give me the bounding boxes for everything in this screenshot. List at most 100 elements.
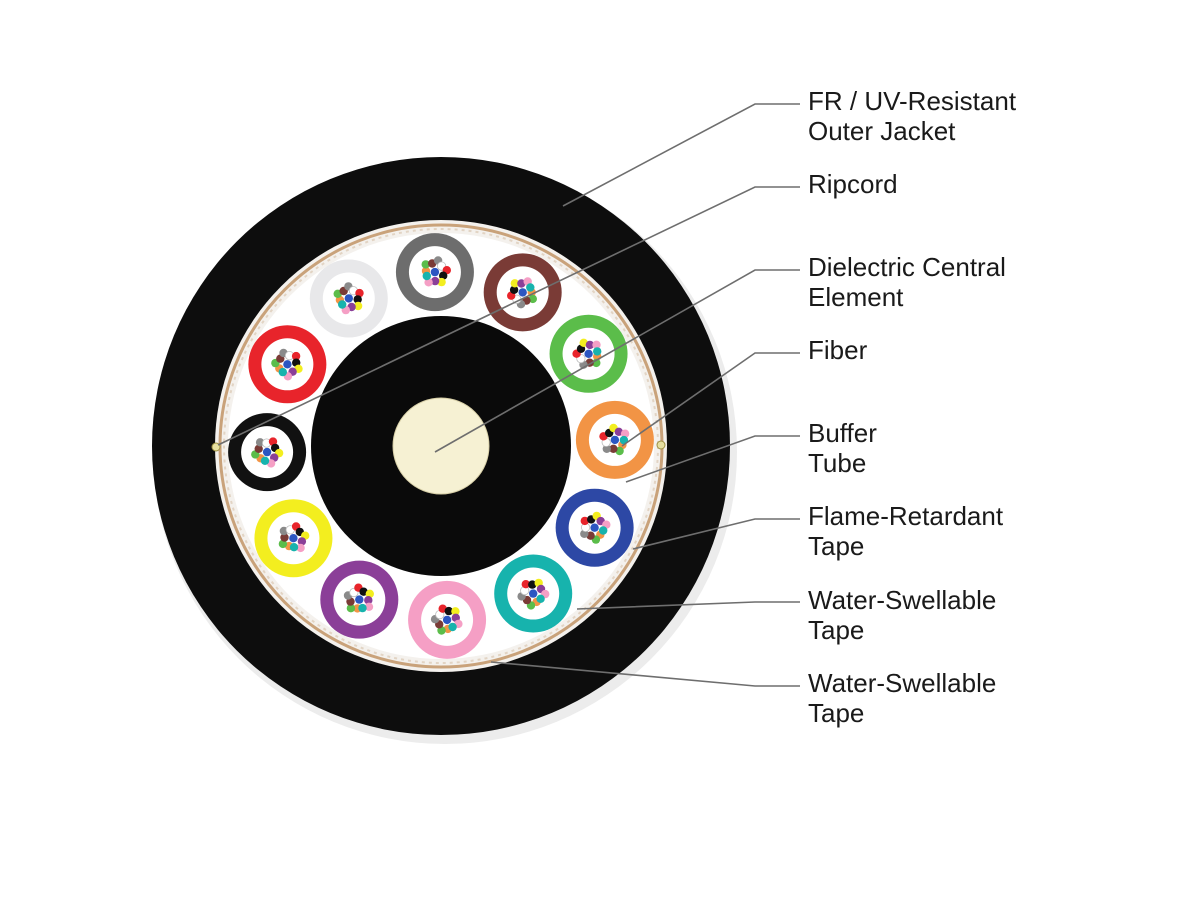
fiber-aqua-1 [529, 589, 538, 598]
dielectric-central-element [392, 397, 490, 495]
label-buffer-tube-line-1: Buffer [808, 418, 877, 448]
buffer-tube-orange [575, 400, 654, 479]
fiber-green-10 [585, 340, 595, 350]
ripcord-right [656, 440, 666, 450]
fiber-blue-7 [580, 516, 589, 526]
label-fiber: Fiber [808, 335, 867, 365]
buffer-tube-blue [555, 488, 634, 567]
fiber-brown-9 [510, 279, 519, 288]
fiber-slate-1 [430, 267, 440, 277]
leader-line-2 [217, 186, 800, 446]
fiber-orange-12 [619, 435, 629, 445]
fiber-violet-1 [355, 595, 364, 604]
label-ripcord-line-1: Ripcord [808, 169, 898, 199]
label-fiber-line-1: Fiber [808, 335, 868, 365]
fiber-black-7 [268, 437, 278, 446]
fiber-yellow-1 [289, 534, 298, 543]
fiber-orange-5 [602, 444, 611, 453]
fiber-orange-4 [609, 444, 618, 453]
leader-line-5 [625, 435, 800, 483]
fiber-rose-8 [444, 606, 453, 616]
buffer-tube-aqua [494, 554, 573, 633]
label-buffer-tube-line-2: Tube [808, 448, 867, 478]
buffer-tube-white [309, 259, 388, 338]
fiber-yellow-12 [289, 543, 299, 552]
fiber-aqua-7 [521, 580, 530, 589]
label-buffer-tube: Buffer Tube [808, 418, 877, 478]
leader-line-8 [490, 661, 800, 687]
buffer-tube-rose [408, 580, 487, 659]
fiber-brown-12 [526, 283, 535, 292]
fiber-black-1 [262, 447, 272, 457]
buffer-tube-black [228, 413, 307, 492]
label-water-swellable-tape-1-line-2: Tape [808, 615, 865, 645]
fiber-brown-3 [528, 294, 537, 304]
fiber-orange-10 [614, 427, 623, 436]
buffer-tube-violet [320, 560, 399, 639]
fiber-brown-1 [518, 288, 527, 297]
label-flame-retardant-tape-line-1: Flame-Retardant [808, 501, 1004, 531]
fiber-violet-11 [364, 602, 374, 611]
label-outer-jacket: FR / UV-Resistant Outer Jacket [808, 86, 1016, 146]
label-outer-jacket-line-1: FR / UV-Resistant [808, 86, 1017, 116]
fiber-yellow-11 [296, 543, 305, 553]
buffer-tube-slate [395, 233, 474, 312]
label-central-element: Dielectric Central Element [808, 252, 1006, 312]
fiber-aqua-8 [528, 580, 537, 589]
fiber-violet-10 [364, 596, 373, 605]
fiber-slate-11 [424, 278, 433, 287]
fiber-violet-12 [358, 603, 367, 613]
label-flame-retardant-tape: Flame-Retardant Tape [808, 501, 1003, 561]
leader-line-6 [632, 518, 800, 550]
fiber-violet-9 [365, 589, 374, 598]
fiber-red-7 [291, 351, 301, 361]
fiber-rose-12 [448, 622, 457, 632]
fiber-slate-9 [437, 277, 446, 287]
fiber-black-4 [254, 444, 263, 453]
leader-line-3 [434, 269, 800, 453]
fiber-green-11 [592, 340, 601, 349]
fiber-white-9 [353, 301, 363, 311]
fiber-blue-1 [590, 523, 599, 532]
label-central-element-line-2: Element [808, 282, 904, 312]
fiber-orange-11 [620, 429, 630, 438]
fiber-white-12 [338, 300, 347, 309]
fiber-blue-4 [586, 531, 595, 540]
fiber-slate-3 [421, 260, 430, 269]
fiber-brown-10 [517, 279, 526, 288]
fiber-rose-9 [451, 607, 460, 616]
buffer-tube-green [549, 314, 628, 393]
buffer-tube-brown [483, 253, 562, 332]
label-water-swellable-tape-1-line-1: Water-Swellable [808, 585, 997, 615]
fiber-red-1 [283, 360, 292, 369]
leader-line-4 [621, 352, 800, 447]
fiber-red-12 [278, 367, 287, 377]
fiber-green-1 [584, 349, 593, 358]
fiber-black-12 [260, 456, 270, 465]
leader-line-7 [576, 601, 800, 610]
fiber-aqua-12 [536, 594, 545, 603]
fiber-white-7 [355, 288, 364, 298]
fiber-blue-12 [599, 526, 608, 535]
fiber-slate-12 [422, 271, 431, 281]
fiber-orange-1 [610, 435, 620, 445]
fiber-rose-1 [442, 615, 452, 625]
fiber-white-8 [353, 295, 362, 304]
label-water-swellable-tape-2-line-2: Tape [808, 698, 865, 728]
label-central-element-line-1: Dielectric Central [808, 252, 1006, 282]
buffer-tube-yellow [254, 499, 333, 578]
label-outer-jacket-line-2: Outer Jacket [808, 116, 956, 146]
fiber-slate-10 [430, 276, 440, 286]
fiber-violet-3 [346, 604, 356, 613]
buffer-tube-red [248, 325, 327, 404]
fiber-yellow-10 [297, 537, 307, 546]
leader-line-1 [562, 103, 800, 207]
fiber-yellow-3 [278, 539, 288, 549]
label-water-swellable-tape-1: Water-Swellable Tape [808, 585, 996, 645]
label-ripcord: Ripcord [808, 169, 898, 199]
fiber-green-12 [593, 347, 602, 356]
fiber-yellow-4 [280, 533, 289, 542]
label-water-swellable-tape-2: Water-Swellable Tape [808, 668, 996, 728]
